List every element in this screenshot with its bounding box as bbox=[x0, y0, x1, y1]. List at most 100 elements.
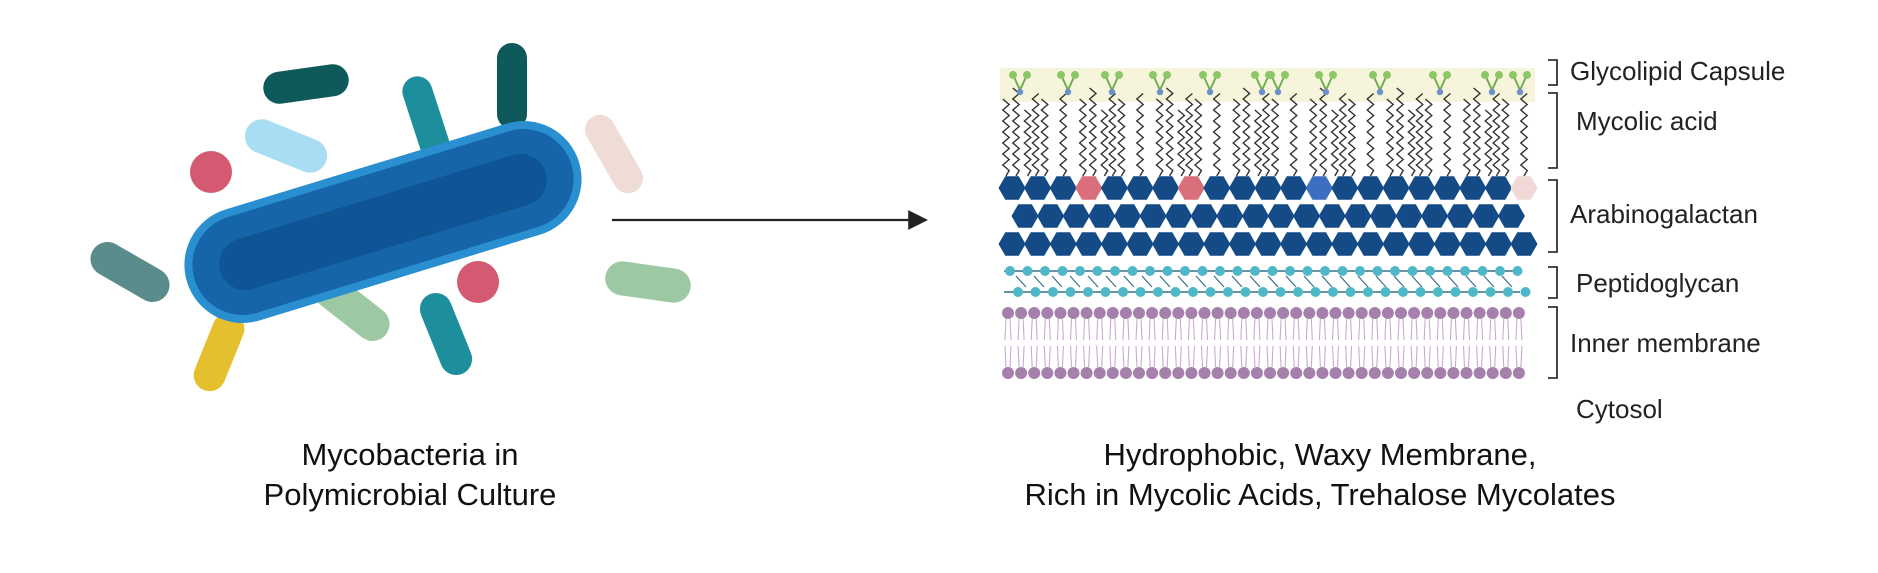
peptidoglycan-bead bbox=[1520, 287, 1531, 297]
phospholipid-head bbox=[1329, 307, 1342, 319]
phospholipid-tail bbox=[1292, 318, 1300, 368]
peptide-crosslink bbox=[1195, 275, 1207, 288]
mycolic-acid-chain bbox=[1135, 92, 1145, 177]
arabinogalactan-hexagon bbox=[1011, 204, 1039, 228]
phospholipid-head bbox=[1486, 367, 1499, 379]
arabinogalactan-hexagon bbox=[1280, 232, 1308, 256]
phospholipid-head bbox=[1277, 307, 1290, 319]
bacillus-icon bbox=[244, 119, 328, 173]
peptidoglycan-bead bbox=[1442, 266, 1453, 276]
mycolic-acid-chain bbox=[1366, 92, 1375, 177]
peptidoglycan-bead bbox=[1215, 266, 1225, 276]
peptidoglycan-bead bbox=[1468, 287, 1478, 297]
mycolic-acid-chain bbox=[1442, 92, 1452, 177]
peptidoglycan-bead bbox=[1180, 266, 1190, 276]
linker-icon bbox=[1258, 88, 1266, 96]
linker-icon bbox=[1322, 88, 1330, 96]
trehalose-icon bbox=[1115, 71, 1123, 79]
peptidoglycan-bead bbox=[1258, 287, 1268, 297]
arabinogalactan-hexagon bbox=[1152, 232, 1180, 256]
arabinogalactan-hexagons bbox=[998, 176, 1538, 256]
glycolipid-stem bbox=[1203, 76, 1211, 91]
phospholipid-head bbox=[1002, 367, 1014, 379]
peptidoglycan-bead bbox=[1065, 287, 1076, 297]
linker-icon bbox=[1016, 88, 1024, 96]
arabinogalactan-hexagon bbox=[1421, 204, 1449, 228]
peptidoglycan-bead bbox=[1030, 287, 1041, 297]
peptidoglycan-bead bbox=[1285, 266, 1295, 276]
peptide-crosslink bbox=[1105, 275, 1117, 288]
arabinogalactan-hexagon bbox=[1100, 232, 1128, 256]
peptide-crosslink bbox=[1177, 275, 1189, 288]
label-cytosol: Cytosol bbox=[1576, 394, 1663, 424]
bacillus-icon bbox=[402, 76, 450, 160]
peptidoglycan-bead bbox=[1310, 287, 1321, 297]
peptide-crosslink bbox=[1501, 275, 1513, 288]
mycolic-acid-chain bbox=[1184, 92, 1194, 177]
phospholipid-head bbox=[1054, 367, 1067, 379]
caption-right-line2: Rich in Mycolic Acids, Trehalose Mycolat… bbox=[1024, 477, 1616, 512]
phospholipid-tail bbox=[1069, 318, 1078, 368]
mycolic-acid-chain bbox=[1165, 87, 1174, 177]
mycolic-acid-chain bbox=[1078, 98, 1088, 177]
phospholipid-head bbox=[1211, 367, 1224, 379]
phospholipid-head bbox=[1473, 307, 1486, 319]
bacillus-body bbox=[605, 261, 691, 303]
linker-icon bbox=[1108, 88, 1116, 96]
label-peptidoglycan: Peptidoglycan bbox=[1576, 268, 1740, 298]
linker-icon bbox=[1376, 88, 1384, 96]
mycolic-acid-chain bbox=[1492, 92, 1501, 177]
arabinogalactan-hexagon bbox=[1484, 232, 1512, 256]
arabinogalactan-hexagon bbox=[1433, 176, 1461, 200]
arabinogalactan-hexagon bbox=[1382, 232, 1410, 256]
peptidoglycan-bead bbox=[1057, 266, 1068, 276]
peptidoglycan-bead bbox=[1320, 266, 1330, 276]
peptidoglycan-bead bbox=[1380, 287, 1391, 297]
mycolic-acid-chain bbox=[1108, 92, 1117, 177]
phospholipid-head bbox=[1381, 367, 1394, 379]
trehalose-icon bbox=[1213, 71, 1221, 79]
peptide-crosslink bbox=[1321, 275, 1333, 288]
arabinogalactan-hexagon bbox=[1113, 204, 1141, 228]
phospholipid-head bbox=[1106, 307, 1119, 319]
trehalose-icon bbox=[1383, 71, 1391, 79]
arabinogalactan-hexagon bbox=[1024, 232, 1052, 256]
peptide-crosslink bbox=[1231, 275, 1243, 288]
phospholipid-tail bbox=[1135, 318, 1143, 368]
phospholipid-head bbox=[1211, 307, 1224, 319]
peptidoglycan-bead bbox=[1205, 287, 1216, 297]
glycolipid-stem bbox=[1373, 76, 1381, 91]
mycolic-acid-chain bbox=[1023, 109, 1032, 177]
phospholipid-tail bbox=[1318, 318, 1326, 368]
arabinogalactan-hexagon bbox=[1510, 232, 1538, 256]
mycolic-acid-chain bbox=[1338, 92, 1348, 177]
trehalose-icon bbox=[1281, 71, 1289, 79]
phospholipid-head bbox=[1395, 367, 1407, 379]
mycolic-acid-chain bbox=[1088, 87, 1098, 177]
phospholipid-tail bbox=[1161, 318, 1169, 368]
phospholipid-tail bbox=[1449, 318, 1457, 368]
phospholipid-head bbox=[1355, 307, 1368, 319]
arabinogalactan-hexagon bbox=[1369, 204, 1397, 228]
phospholipid-head bbox=[1434, 367, 1447, 379]
glycolipid-stem bbox=[1159, 76, 1167, 91]
arabinogalactan-hexagon bbox=[1049, 176, 1077, 200]
phospholipid-head bbox=[1080, 367, 1093, 379]
glycolipid-stem bbox=[1153, 76, 1161, 91]
mycolic-acid-chain bbox=[1330, 109, 1340, 177]
phospholipid-head bbox=[1237, 307, 1250, 319]
phospholipid-head bbox=[1447, 307, 1460, 319]
phospholipid-head bbox=[1408, 367, 1421, 379]
phospholipid-head bbox=[1368, 367, 1381, 379]
glycolipid-stem bbox=[1319, 76, 1327, 91]
arabinogalactan-hexagon bbox=[1305, 232, 1333, 256]
peptide-crosslink bbox=[1465, 275, 1477, 288]
peptidoglycan-bead bbox=[1170, 287, 1181, 297]
peptidoglycan-bead bbox=[1485, 287, 1496, 297]
bracket-peptidoglycan bbox=[1548, 266, 1558, 299]
glycolipid-stem bbox=[1271, 76, 1279, 91]
peptidoglycan-bead bbox=[1503, 287, 1513, 297]
mycolic-acid-chain bbox=[1407, 109, 1416, 177]
rod-bacterium-icon bbox=[184, 121, 582, 323]
bacillus-icon bbox=[419, 292, 473, 376]
